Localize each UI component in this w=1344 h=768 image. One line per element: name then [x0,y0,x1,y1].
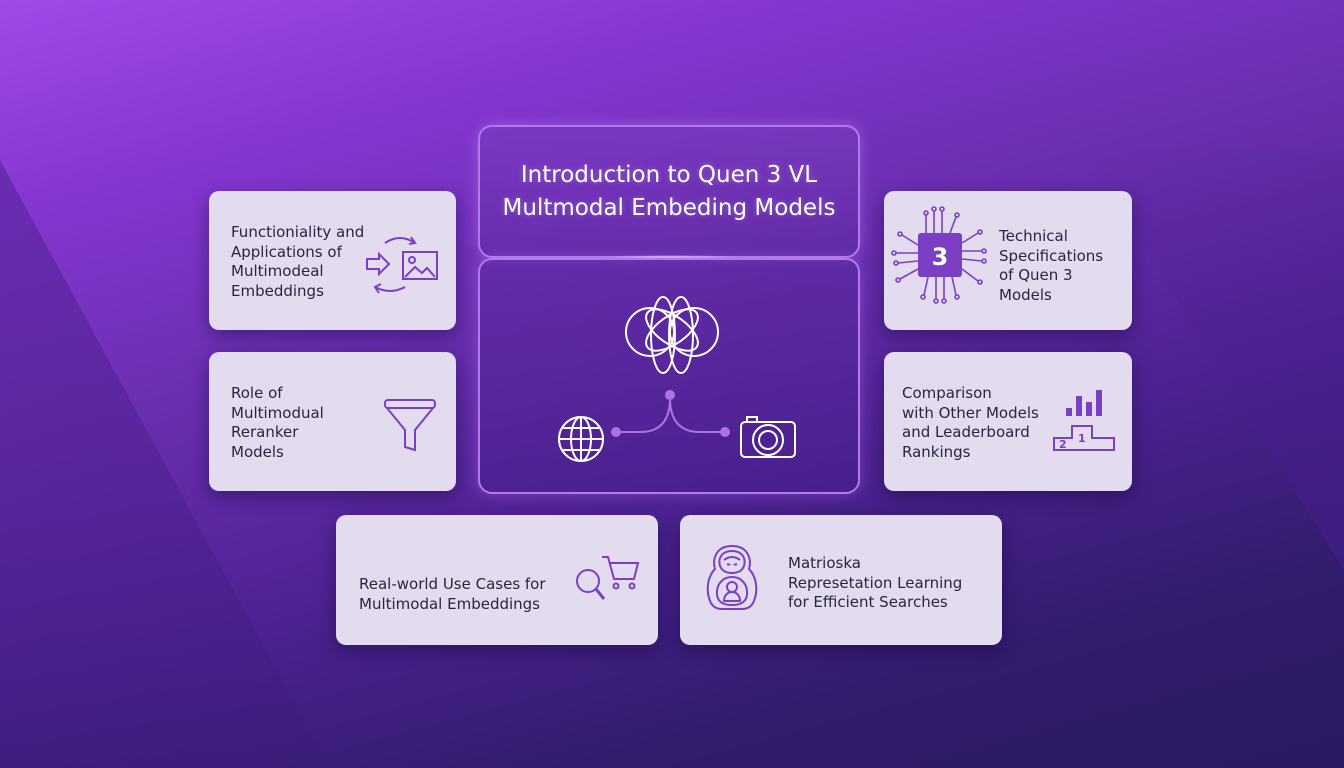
central-title-box: Introduction to Quen 3 VL Multmodal Embe… [478,125,860,258]
card-line: with Other Models [902,403,1039,422]
brain-flower-icon [625,296,719,374]
podium-label-2: 2 [1059,438,1067,451]
chip-label: 3 [931,243,949,271]
card-line: Represetation Learning [788,573,963,592]
card-line: Multimodal Embeddings [359,594,540,613]
card-line: Matrioska [788,554,861,572]
card-matrioska-text: Matrioska Represetation Learning for Eff… [788,554,962,613]
podium-bar-chart-icon: 2 1 [1053,390,1115,451]
card-reranker-text: Role of Multimodual Reranker Models [231,384,324,462]
card-line: Applications of [231,242,342,261]
central-title-line2: Multmodal Embeding Models [502,194,836,221]
card-line: of Quen 3 [999,266,1073,284]
card-line: Functioniality and [231,223,365,241]
card-line: Specifications [999,246,1104,265]
card-reranker[interactable]: Role of Multimodual Reranker Models [209,352,456,491]
globe-icon [558,416,604,462]
card-line: Embeddings [231,281,324,300]
card-line: for Efficient Searches [788,593,948,611]
search-cart-icon [576,556,640,600]
funnel-icon [384,399,436,452]
card-usecases[interactable]: Real-world Use Cases for Multimodal Embe… [336,515,658,645]
connector-lines [616,397,725,433]
card-comparison[interactable]: Comparison with Other Models and Leaderb… [884,352,1132,491]
card-line: Comparison [902,384,992,402]
card-line: Reranker [231,423,299,441]
podium-label-1: 1 [1078,432,1086,445]
card-line: Models [999,285,1052,304]
card-line: and Leaderboard [902,423,1030,441]
card-line: Technical [999,227,1068,245]
card-functionality[interactable]: Functioniality and Applications of Multi… [209,191,456,330]
arrow-to-image-cycle-icon [366,236,438,294]
card-line: Rankings [902,442,971,461]
card-line: Multimodual [231,403,324,422]
card-line: Role of [231,384,283,402]
card-technical[interactable]: 3 Technical Specifications of Quen 3 Mod… [884,191,1132,330]
card-line: Models [231,442,284,461]
connector-glow [600,255,740,259]
card-technical-text: Technical Specifications of Quen 3 Model… [999,227,1103,305]
central-title-line1: Introduction to Quen 3 VL [520,161,818,188]
card-line: Real-world Use Cases for [359,575,546,593]
camera-icon [740,416,796,458]
card-matrioska[interactable]: Matrioska Represetation Learning for Eff… [680,515,1002,645]
card-comparison-text: Comparison with Other Models and Leaderb… [902,384,1039,462]
card-functionality-text: Functioniality and Applications of Multi… [231,223,364,301]
hub-diagram [558,296,796,462]
central-title: Introduction to Quen 3 VL Multmodal Embe… [503,159,836,225]
chip-3-icon [891,206,987,304]
matryoshka-doll-icon [706,544,758,610]
card-line: Multimodeal [231,262,324,280]
central-hub-box [478,258,860,494]
card-usecases-text: Real-world Use Cases for Multimodal Embe… [359,575,546,614]
